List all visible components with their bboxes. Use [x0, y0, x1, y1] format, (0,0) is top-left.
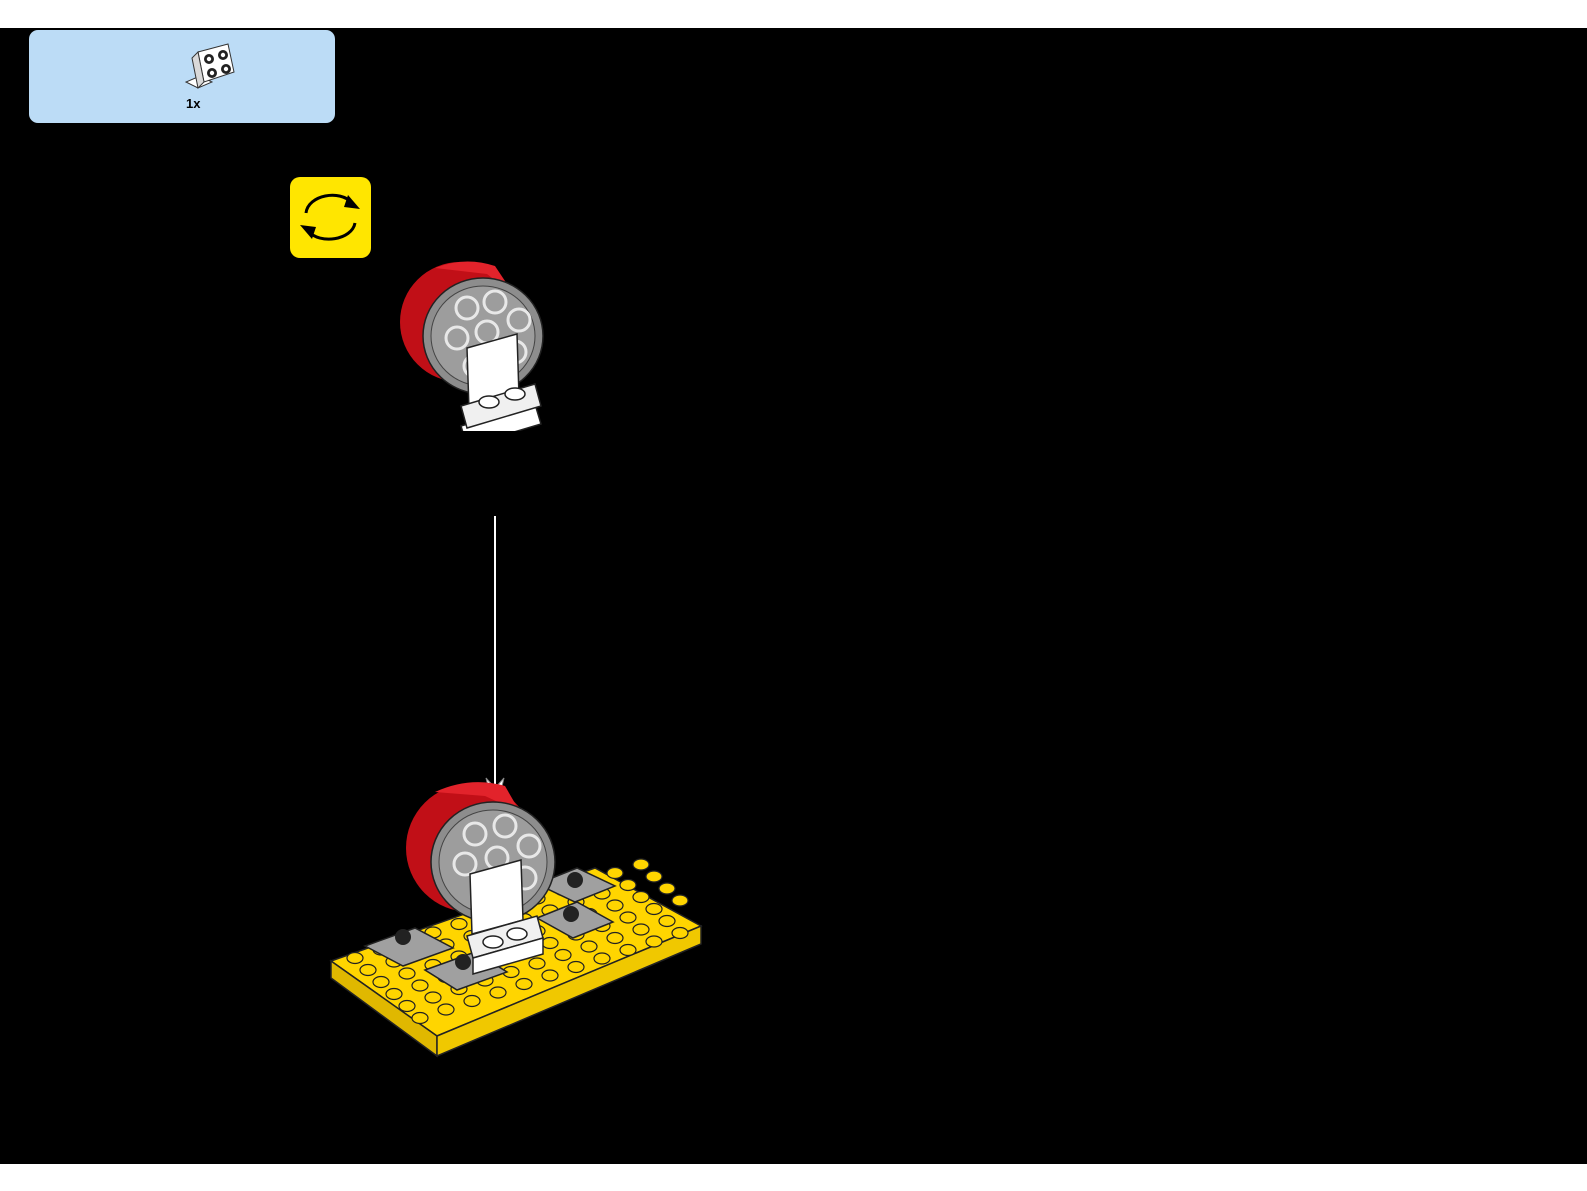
stud [606, 866, 624, 880]
parts-callout: 1x [29, 30, 335, 123]
stud [541, 969, 559, 982]
stud [619, 911, 637, 924]
stud [606, 931, 624, 945]
stud [658, 914, 676, 928]
stud [541, 936, 559, 950]
stud [619, 878, 637, 892]
stud [567, 960, 585, 974]
stud [424, 991, 442, 1004]
stud [606, 899, 624, 912]
rotate-model-icon [290, 177, 371, 258]
stud [346, 951, 364, 965]
stud [398, 999, 416, 1013]
part-count: 1x [186, 96, 201, 111]
stud [437, 1003, 455, 1016]
stud [580, 940, 598, 953]
stud [645, 902, 663, 916]
stud [619, 943, 637, 957]
stud [359, 963, 377, 977]
stud [632, 923, 650, 936]
stud [372, 975, 390, 989]
stud [658, 882, 676, 895]
stud [645, 870, 663, 883]
sub-assembly-illustration [395, 256, 550, 447]
stud [450, 917, 468, 931]
stud [632, 858, 650, 871]
stud [593, 952, 611, 965]
instruction-page: 1x [0, 28, 1587, 1164]
stud [463, 994, 481, 1008]
stud [671, 926, 689, 940]
stud [489, 986, 507, 999]
stud [398, 967, 416, 980]
stud [645, 935, 663, 948]
stud [385, 987, 403, 1001]
stud [554, 948, 572, 962]
stud [411, 1011, 429, 1025]
stud [411, 979, 429, 992]
stud [632, 890, 650, 904]
down-arrow-icon [482, 516, 508, 816]
white-bracket-icon [182, 42, 240, 94]
assembled-model-illustration [325, 776, 710, 1066]
stud [671, 894, 689, 907]
stud [528, 957, 546, 970]
stud [515, 977, 533, 991]
